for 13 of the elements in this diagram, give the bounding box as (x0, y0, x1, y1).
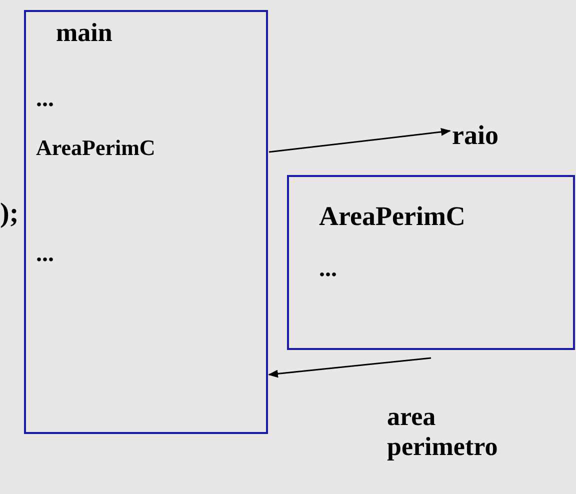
function-box (287, 175, 575, 350)
arrow (268, 128, 451, 153)
function-box (24, 10, 268, 434)
parameter-name: raio (452, 122, 498, 149)
code-text: ); (0, 200, 19, 228)
ellipsis: ... (36, 242, 54, 266)
ellipsis: ... (36, 87, 54, 111)
code-text: AreaPerimC (36, 137, 156, 159)
function-name: AreaPerimC (319, 203, 466, 230)
return-values: area perimetro (387, 402, 499, 462)
arrow (268, 357, 432, 378)
function-name: main (56, 20, 112, 46)
ellipsis: ... (319, 257, 337, 281)
